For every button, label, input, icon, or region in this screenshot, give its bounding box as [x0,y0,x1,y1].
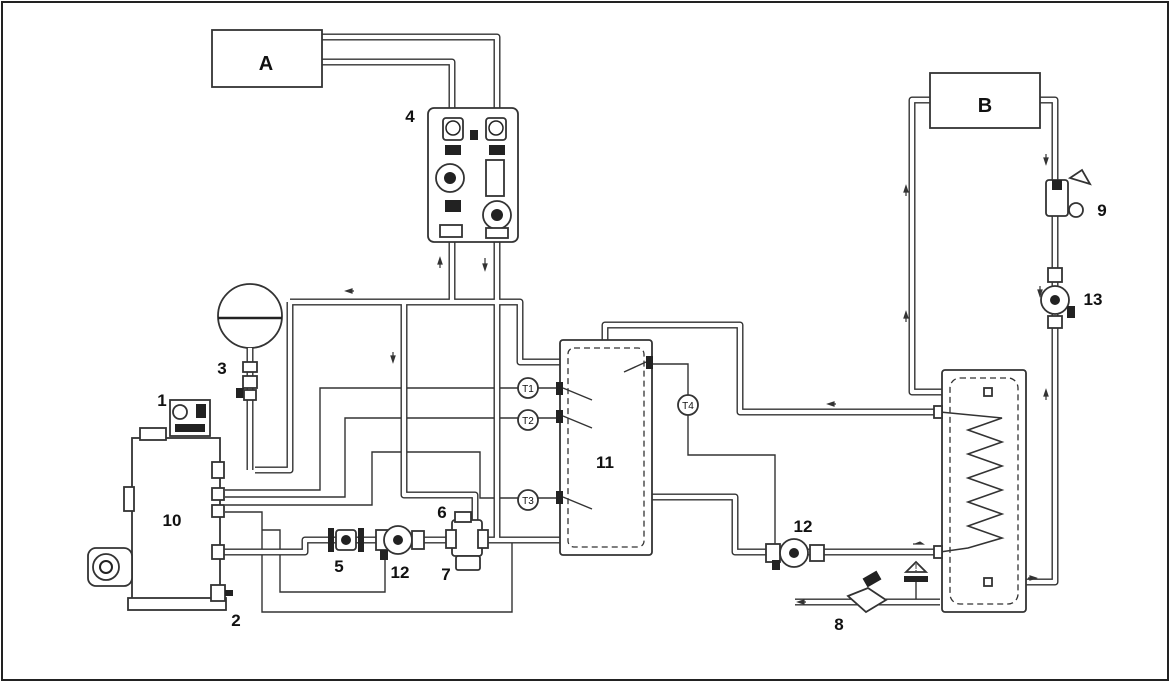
sensor-t1 [517,377,539,399]
unit-b: B [929,72,1041,129]
label-8: 8 [834,615,843,634]
temperature-sensors: T1 T2 T3 T4 [517,377,699,511]
unit-a: A [211,29,323,88]
label-1: 1 [157,391,166,410]
circulation-pump-return [1040,267,1075,329]
svg-text:T3: T3 [522,496,534,507]
buffer-tank: 11 [556,339,653,556]
label-7: 7 [441,565,450,584]
label-12-left: 12 [391,563,410,582]
component-labels: 1 2 3 4 5 6 7 8 9 10 12 12 13 [157,107,1106,634]
label-9: 9 [1097,201,1106,220]
circulation-pump-boiler [375,525,425,560]
sensor-t2 [517,409,539,431]
label-2: 2 [231,611,240,630]
label-10: 10 [163,511,182,530]
pump-group-station [427,107,519,243]
svg-text:T2: T2 [522,416,534,427]
sensor-t4 [677,394,699,416]
svg-text:T4: T4 [682,401,694,412]
label-5: 5 [334,557,343,576]
expansion-vessel [217,283,283,470]
label-13: 13 [1084,290,1103,309]
unit-a-label: A [259,53,273,75]
flow-arrows [344,154,1049,605]
cold-water-inlet-valve: ! [846,560,929,614]
label-12-right: 12 [794,517,813,536]
mixing-valve [445,511,489,571]
buffer-tank-label: 11 [596,453,614,472]
dhw-storage-tank [933,369,1027,613]
sensor-t3 [517,489,539,511]
label-4: 4 [405,107,415,126]
unit-b-label: B [978,95,992,117]
label-6: 6 [437,503,446,522]
label-3: 3 [217,359,226,378]
boiler [87,399,233,611]
circulation-pump-dhw [765,538,825,570]
ball-valve [328,528,364,552]
svg-text:!: ! [915,563,918,574]
svg-text:T1: T1 [522,384,534,395]
safety-valve-group [1045,168,1092,218]
